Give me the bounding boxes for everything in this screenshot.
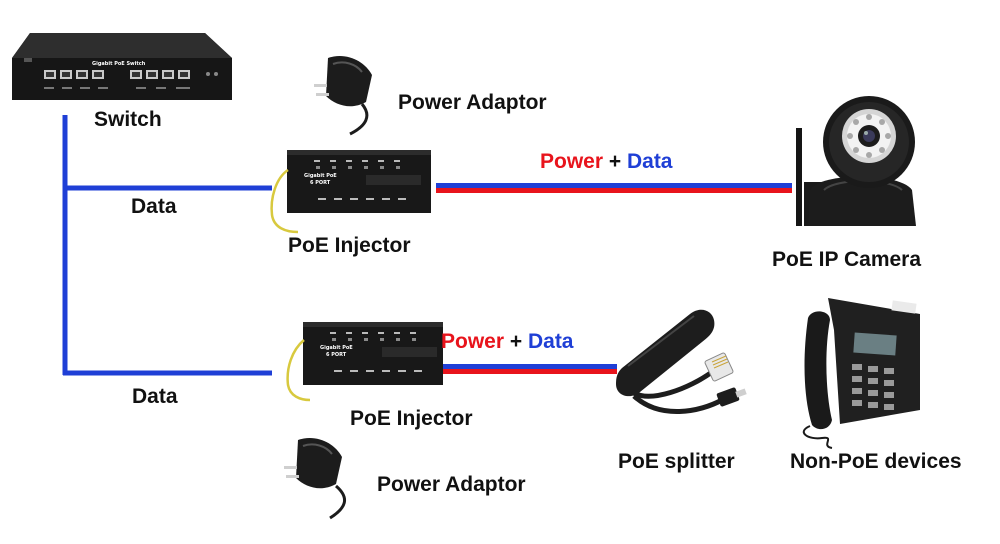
injector-brand-text-bottom: Gigabit PoE xyxy=(320,345,353,351)
poe-injector-label-bottom: PoE Injector xyxy=(350,407,473,430)
power-data-cable-top xyxy=(436,183,792,193)
power-text: Power xyxy=(441,330,505,353)
power-adaptor-icon-bottom xyxy=(284,437,346,520)
switch-brand-text: Gigabit PoE Switch xyxy=(92,61,146,67)
desk-phone-icon xyxy=(802,298,920,449)
data-label-top: Data xyxy=(131,195,177,218)
poe-injector-label-top: PoE Injector xyxy=(288,234,411,257)
switch-icon xyxy=(12,33,232,100)
power-data-cable-bottom xyxy=(424,364,617,374)
power-adaptor-icon-top xyxy=(314,55,372,136)
power-adaptor-label-top: Power Adaptor xyxy=(398,91,547,114)
poe-splitter-icon xyxy=(616,309,747,415)
plus-text: + xyxy=(504,330,528,353)
power-adaptor-label-bottom: Power Adaptor xyxy=(377,473,526,496)
injector-port-text-bottom: 6 PORT xyxy=(326,352,347,358)
data-text: Data xyxy=(527,330,574,353)
ip-camera-icon xyxy=(796,96,916,226)
poe-splitter-label: PoE splitter xyxy=(618,450,735,473)
power-data-label-top: Power + Data xyxy=(540,151,673,172)
data-text: Data xyxy=(626,150,673,173)
injector-port-text-top: 6 PORT xyxy=(310,180,331,186)
plus-text: + xyxy=(603,150,627,173)
poe-injector-icon-bottom xyxy=(286,322,443,402)
injector-brand-text-top: Gigabit PoE xyxy=(304,173,337,179)
power-text: Power xyxy=(540,150,604,173)
data-label-bottom: Data xyxy=(132,385,178,408)
poe-ip-camera-label: PoE IP Camera xyxy=(772,248,922,271)
non-poe-devices-label: Non-PoE devices xyxy=(790,450,962,473)
data-backbone xyxy=(62,115,272,376)
poe-injector-icon-top xyxy=(270,150,431,234)
switch-label: Switch xyxy=(94,108,162,131)
power-data-label-bottom: Power + Data xyxy=(441,331,574,352)
